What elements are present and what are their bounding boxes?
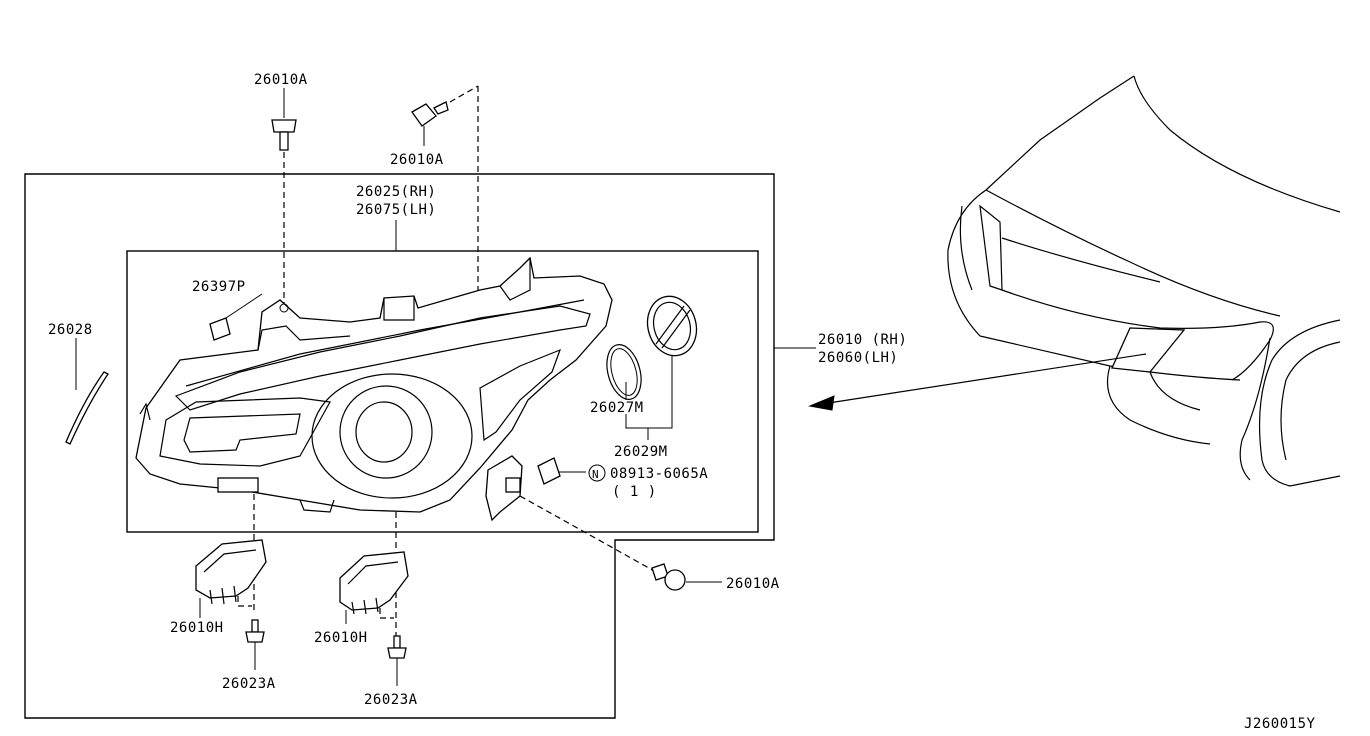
- label-housing-rh: 26025(RH): [356, 184, 436, 200]
- label-nut-symbol: N: [592, 468, 599, 481]
- bracket-right: [339, 551, 409, 619]
- label-cap-set: 26029M: [614, 444, 668, 460]
- location-arrow: [821, 353, 1147, 405]
- label-bulb-socket: 26397P: [192, 279, 246, 295]
- bolt-right: [651, 563, 722, 591]
- label-bolt-top-left: 26010A: [254, 72, 308, 88]
- diagram-code: J260015Y: [1244, 716, 1316, 732]
- label-screw-right: 26023A: [364, 692, 418, 708]
- label-screw-left: 26023A: [222, 676, 276, 692]
- label-bracket-right: 26010H: [314, 630, 368, 646]
- headlamp-housing: [135, 256, 613, 522]
- arrow-head: [808, 395, 835, 411]
- bulb-socket-part: [209, 317, 231, 341]
- label-assembly-lh: 26060(LH): [818, 350, 898, 366]
- leader-bolt-right: [519, 495, 657, 573]
- label-bolt-right: 26010A: [726, 576, 780, 592]
- bolt-top-right: [411, 85, 479, 290]
- bracket-left: [195, 539, 267, 607]
- screw-right: [387, 635, 407, 659]
- bolt-top-left: [271, 88, 297, 305]
- cap-part: [646, 295, 698, 357]
- trim-strip-part: [65, 371, 109, 445]
- nut-part: [537, 457, 586, 485]
- screw-left: [245, 619, 265, 643]
- label-nut-qty: ( 1 ): [612, 484, 657, 500]
- label-housing-lh: 26075(LH): [356, 202, 436, 218]
- label-assembly-rh: 26010 (RH): [818, 332, 907, 348]
- label-bolt-top-right: 26010A: [390, 152, 444, 168]
- outer-frame: [24, 173, 775, 719]
- label-oring: 26027M: [590, 400, 644, 416]
- vehicle-front-sketch: [947, 75, 1341, 487]
- nut-symbol-circle: [588, 464, 606, 482]
- inner-frame: [126, 250, 759, 533]
- label-bracket-left: 26010H: [170, 620, 224, 636]
- label-nut-part: 08913-6065A: [610, 466, 708, 482]
- oring-part: [606, 344, 642, 400]
- label-trim-strip: 26028: [48, 322, 93, 338]
